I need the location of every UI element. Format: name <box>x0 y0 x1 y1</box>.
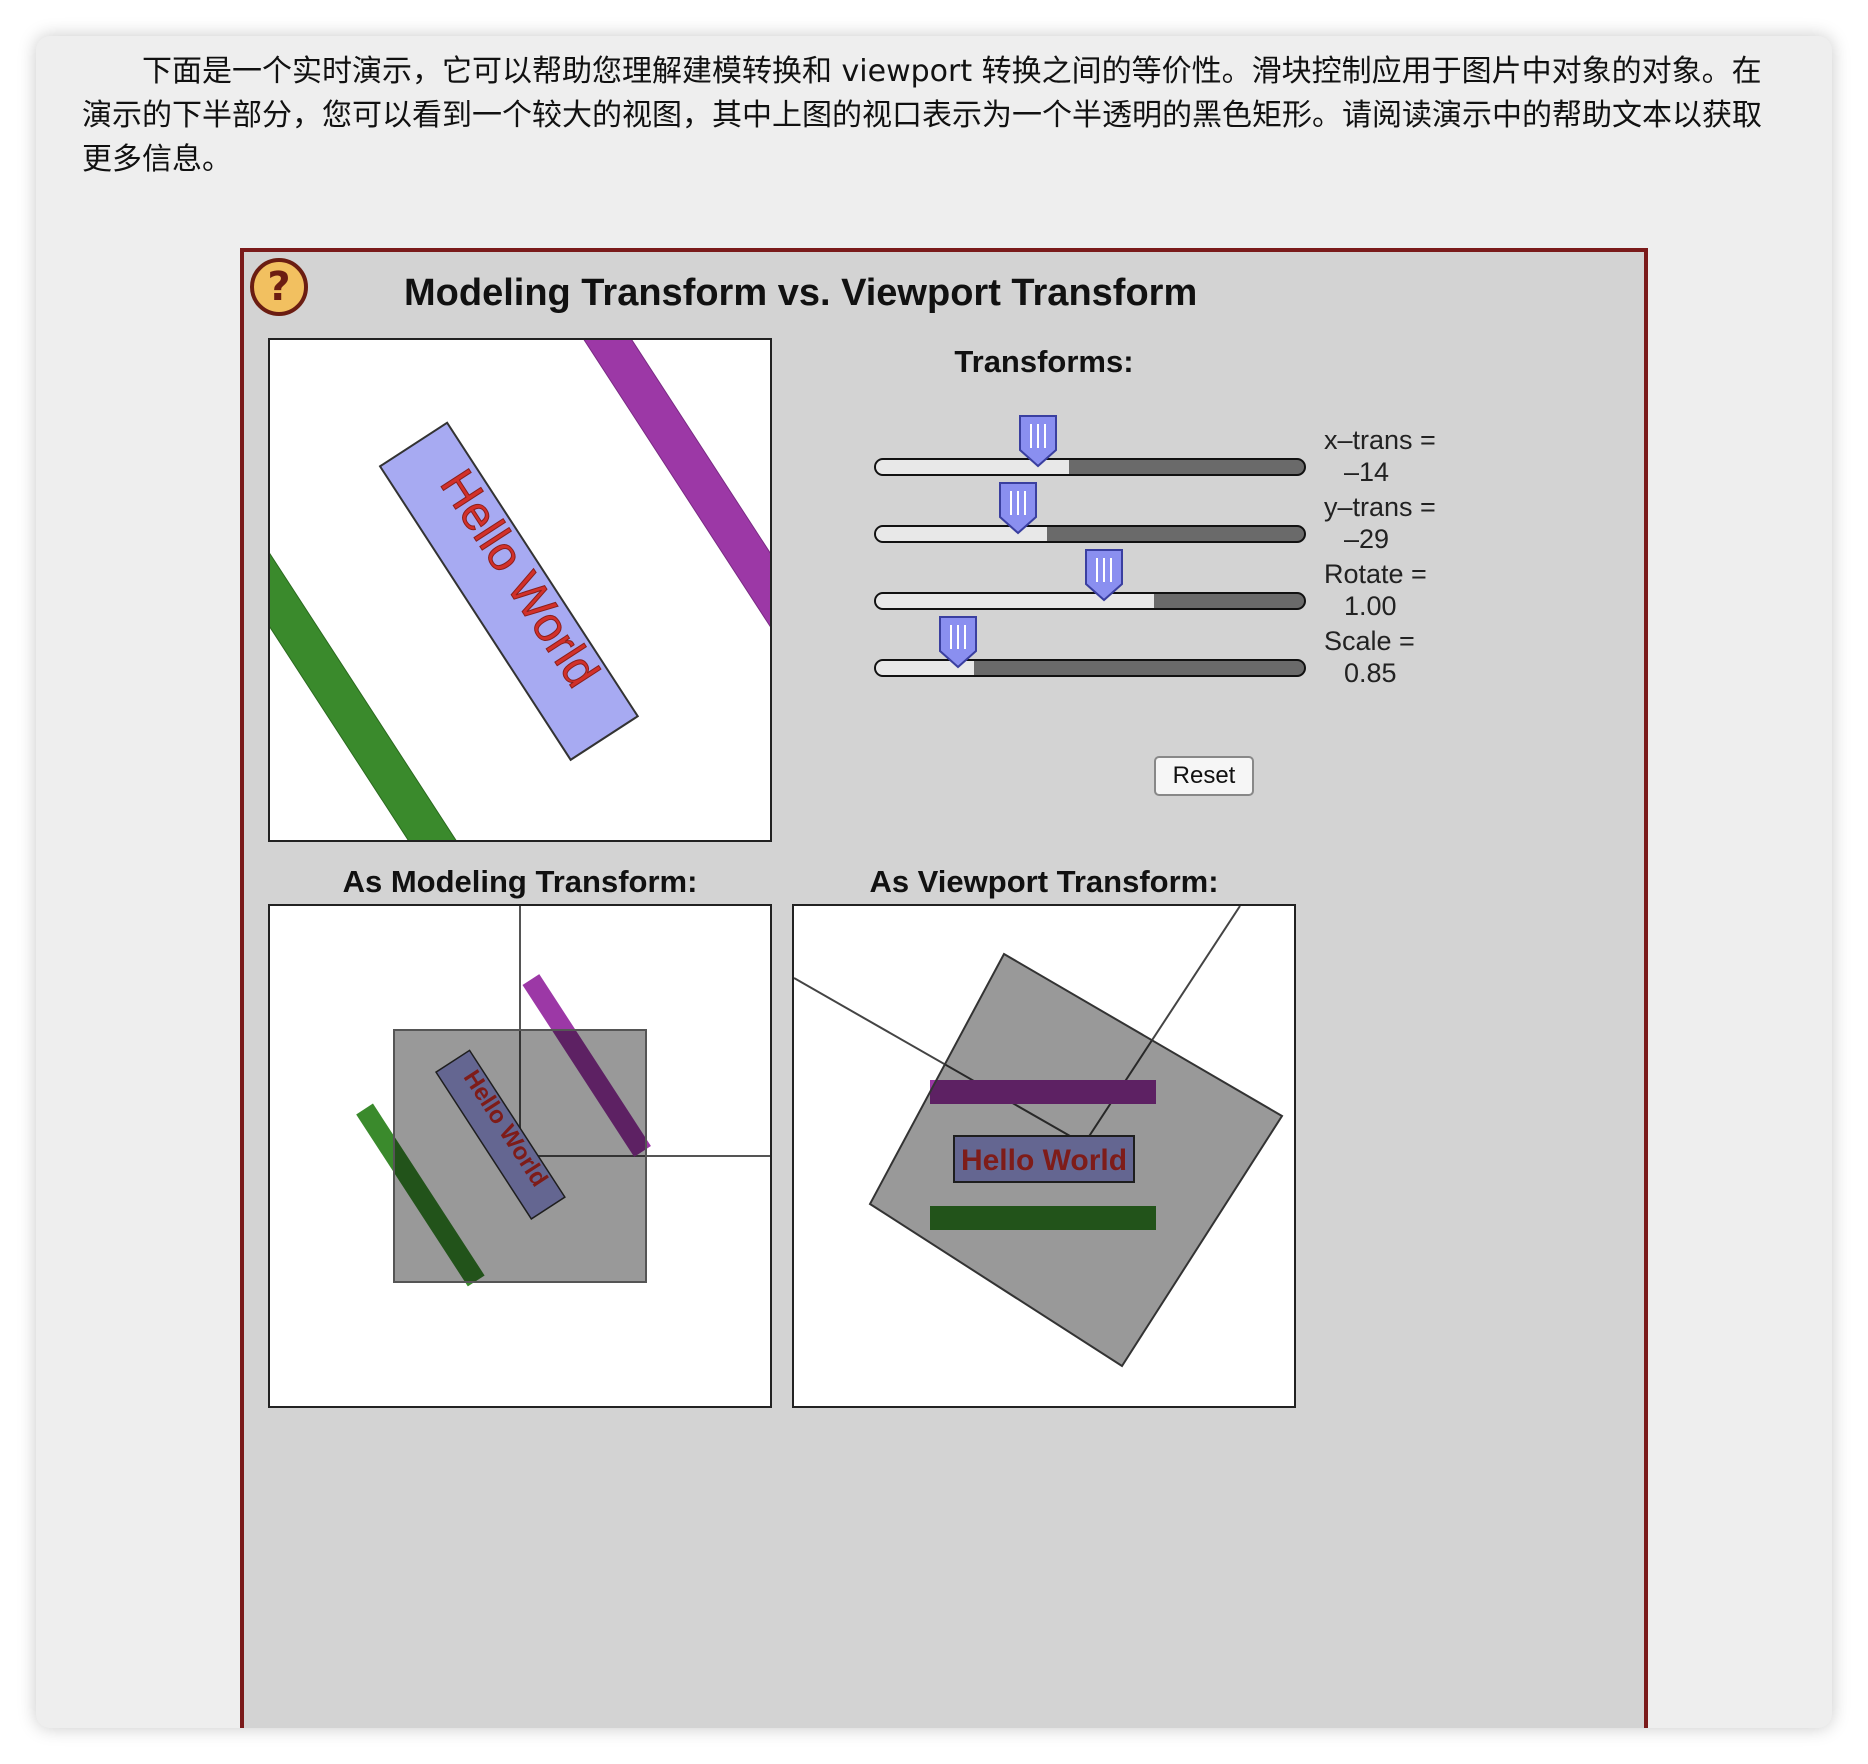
slider-thumb[interactable] <box>938 615 978 671</box>
slider-thumb[interactable] <box>1018 414 1058 470</box>
viewport-transform-heading: As Viewport Transform: <box>869 864 1219 899</box>
x-trans-slider[interactable]: x–trans =–14 <box>874 414 1454 494</box>
slider-thumb[interactable] <box>998 481 1038 537</box>
x-trans-label: x–trans = <box>1324 425 1436 455</box>
rotate-label: Rotate = <box>1324 559 1427 589</box>
scale-slider[interactable]: Scale =0.85 <box>874 615 1454 695</box>
modeling-transform-canvas: Hello World <box>268 904 772 1408</box>
x-trans-readout: x–trans =–14 <box>1324 424 1436 488</box>
slider-fill <box>876 661 975 675</box>
y-trans-slider[interactable]: y–trans =–29 <box>874 481 1454 561</box>
viewport-overlay <box>868 952 1284 1368</box>
main-view-canvas[interactable]: Hello World <box>268 338 772 842</box>
y-trans-label: y–trans = <box>1324 492 1436 522</box>
axis-line <box>794 977 1085 1145</box>
slider-track[interactable] <box>874 659 1306 677</box>
transform-applet: ? Modeling Transform vs. Viewport Transf… <box>240 248 1648 1728</box>
slider-fill <box>876 594 1155 608</box>
purple-bar <box>552 340 770 637</box>
rotate-slider[interactable]: Rotate =1.00 <box>874 548 1454 628</box>
slider-track[interactable] <box>874 458 1306 476</box>
applet-title: Modeling Transform vs. Viewport Transfor… <box>404 272 1198 314</box>
slider-track[interactable] <box>874 525 1306 543</box>
slider-thumb[interactable] <box>1084 548 1124 604</box>
viewport-hello-world-text: Hello World <box>961 1144 1127 1177</box>
y-trans-value: –29 <box>1344 524 1390 554</box>
rotate-value: 1.00 <box>1344 591 1397 621</box>
x-trans-value: –14 <box>1344 457 1390 487</box>
green-bar <box>270 528 478 840</box>
scale-readout: Scale =0.85 <box>1324 625 1415 689</box>
reset-button[interactable]: Reset <box>1154 756 1254 796</box>
intro-paragraph: 下面是一个实时演示，它可以帮助您理解建模转换和 viewport 转换之间的等价… <box>82 54 1762 177</box>
help-icon[interactable]: ? <box>250 258 308 316</box>
hello-world-box <box>378 421 640 762</box>
rotate-readout: Rotate =1.00 <box>1324 558 1427 622</box>
scale-label: Scale = <box>1324 626 1415 656</box>
transforms-heading: Transforms: <box>954 344 1134 379</box>
slider-fill <box>876 460 1069 474</box>
viewport-transform-canvas: Hello World <box>792 904 1296 1408</box>
viewport-overlay <box>393 1029 647 1283</box>
y-trans-readout: y–trans =–29 <box>1324 491 1436 555</box>
modeling-transform-heading: As Modeling Transform: <box>342 864 698 899</box>
slider-track[interactable] <box>874 592 1306 610</box>
page-card: 下面是一个实时演示，它可以帮助您理解建模转换和 viewport 转换之间的等价… <box>36 36 1832 1728</box>
scale-value: 0.85 <box>1344 658 1397 688</box>
axis-line <box>1083 906 1241 1145</box>
slider-fill <box>876 527 1048 541</box>
